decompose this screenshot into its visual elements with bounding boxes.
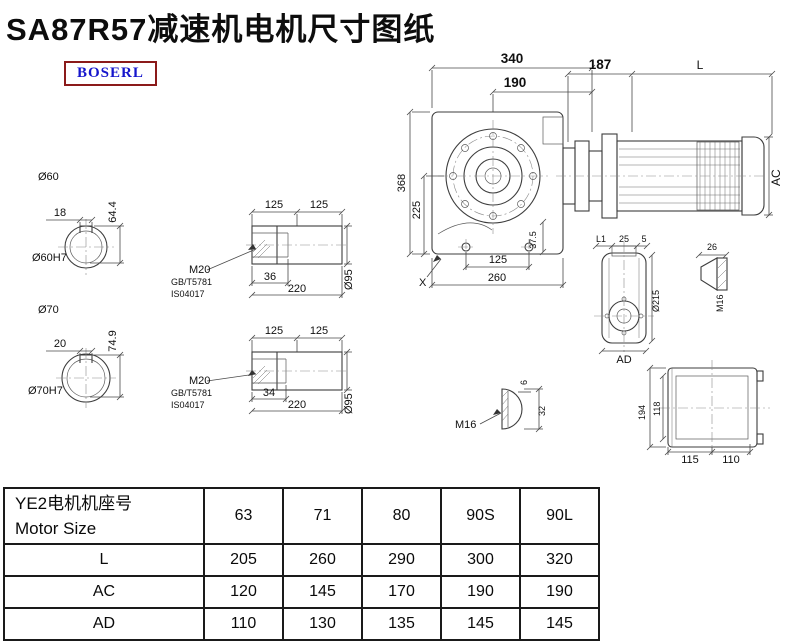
shaft70-keywidth-dim: 20 <box>54 338 66 350</box>
table-row-L: L 205 260 290 300 320 <box>3 543 600 577</box>
main-width-dim: 340 <box>501 51 524 66</box>
shaft-bot-length-dim: 220 <box>288 399 306 411</box>
table-cell: 205 <box>203 543 284 577</box>
plug-view: M16 6 32 <box>455 380 547 433</box>
shaft60-end-view: Ø60 18 64.4 Ø60H7 <box>32 171 124 275</box>
size-col-90s: 90S <box>440 487 521 545</box>
shaft-bot-seg2-dim: 125 <box>310 325 328 337</box>
table-cell: 120 <box>203 575 284 609</box>
shaft-top-std2-label: IS04017 <box>171 289 205 299</box>
side-dia-dim: Ø215 <box>651 290 661 312</box>
motor-side-view: 187 L AC <box>556 57 783 219</box>
breather-thread-label: M16 <box>715 294 725 312</box>
plug-thread-label: M16 <box>455 419 476 431</box>
main-centerheight-dim: 225 <box>411 201 423 219</box>
table-cell: 320 <box>519 543 600 577</box>
row-label-AD: AD <box>3 607 205 641</box>
gearbox-side-view: L1 25 5 Ø215 AD <box>592 234 661 366</box>
shaft-top-key-dim: 36 <box>264 271 276 283</box>
side-l1-dim: L1 <box>596 234 606 244</box>
table-cell: 110 <box>203 607 284 641</box>
rear-inner-height-dim: 118 <box>652 402 662 416</box>
size-col-71: 71 <box>282 487 363 545</box>
table-row-AC: AC 120 145 170 190 190 <box>3 575 600 609</box>
header-line-en: Motor Size <box>15 519 97 538</box>
size-col-80: 80 <box>361 487 442 545</box>
main-x-mark: X <box>419 277 427 289</box>
shaft-bot-key-dim: 34 <box>263 387 275 399</box>
shaft-bot-dia-dim: Ø95 <box>343 393 355 414</box>
shaft-bot-std1-label: GB/T5781 <box>171 388 212 398</box>
shaft-top-dia-dim: Ø95 <box>343 269 355 290</box>
motor-ac-dim: AC <box>769 169 783 186</box>
shaft-bottom-side-view: 125 125 M20 GB/T5781 IS04017 34 220 Ø95 <box>171 325 355 415</box>
table-cell: 170 <box>361 575 442 609</box>
rear-width2-dim: 110 <box>722 454 740 466</box>
plug-6-dim: 6 <box>519 380 529 385</box>
shaft70-end-view: Ø70 20 74.9 Ø70H7 <box>28 304 124 408</box>
table-cell: 130 <box>282 607 363 641</box>
shaft-top-side-view: 125 125 M20 GB/T5781 IS04017 36 220 Ø95 <box>171 199 355 299</box>
table-cell: 145 <box>282 575 363 609</box>
shaft60-dia-label: Ø60 <box>38 171 59 183</box>
breather-plug-view: 26 M16 <box>695 242 730 312</box>
main-height-dim: 368 <box>396 174 408 192</box>
rear-height-dim: 194 <box>637 405 647 420</box>
motor-length-dim: L <box>697 58 704 72</box>
motor-size-header-cell: YE2电机机座号 Motor Size <box>3 487 205 545</box>
side-ad-dim: AD <box>616 354 631 366</box>
table-cell: 190 <box>440 575 521 609</box>
brand-logo: BOSERL <box>64 61 157 86</box>
plug-32-dim: 32 <box>537 406 547 416</box>
main-holes-dim: 125 <box>489 254 507 266</box>
shaft70-depth-dim: 74.9 <box>107 330 119 351</box>
shaft-top-length-dim: 220 <box>288 283 306 295</box>
main-foot-dim: 37.5 <box>528 231 538 249</box>
main-flange-dim: 190 <box>504 75 527 90</box>
shaft-top-std1-label: GB/T5781 <box>171 277 212 287</box>
table-cell: 190 <box>519 575 600 609</box>
shaft-top-thread-label: M20 <box>189 264 210 276</box>
table-cell: 290 <box>361 543 442 577</box>
shaft60-depth-dim: 64.4 <box>107 201 119 222</box>
shaft60-fit-label: Ø60H7 <box>32 252 67 264</box>
table-row-AD: AD 110 130 135 145 145 <box>3 607 600 641</box>
shaft-bot-thread-label: M20 <box>189 375 210 387</box>
table-header-row: YE2电机机座号 Motor Size 63 71 80 90S 90L <box>3 487 600 545</box>
rear-view: 194 118 115 110 <box>637 360 770 466</box>
gearbox-front-view: 340 190 368 225 37.5 125 260 X <box>396 51 596 289</box>
shaft-top-seg2-dim: 125 <box>310 199 328 211</box>
main-base-dim: 260 <box>488 272 506 284</box>
row-label-L: L <box>3 543 205 577</box>
shaft70-fit-label: Ø70H7 <box>28 385 63 397</box>
side-5-dim: 5 <box>641 234 646 244</box>
table-cell: 135 <box>361 607 442 641</box>
table-cell: 145 <box>440 607 521 641</box>
header-line-cn: YE2电机机座号 <box>15 493 133 513</box>
shaft70-dia-label: Ø70 <box>38 304 59 316</box>
shaft-bot-seg1-dim: 125 <box>265 325 283 337</box>
size-col-90l: 90L <box>519 487 600 545</box>
page-title: SA87R57减速机电机尺寸图纸 <box>6 12 436 47</box>
breather-26-dim: 26 <box>707 242 717 252</box>
table-cell: 260 <box>282 543 363 577</box>
shaft-bot-std2-label: IS04017 <box>171 400 205 410</box>
size-col-63: 63 <box>203 487 284 545</box>
shaft-top-seg1-dim: 125 <box>265 199 283 211</box>
row-label-AC: AC <box>3 575 205 609</box>
motor-size-table: YE2电机机座号 Motor Size 63 71 80 90S 90L L 2… <box>3 487 600 641</box>
rear-width1-dim: 115 <box>681 454 699 466</box>
table-cell: 300 <box>440 543 521 577</box>
table-cell: 145 <box>519 607 600 641</box>
motor-adapter-dim: 187 <box>589 57 612 72</box>
side-25-dim: 25 <box>619 234 629 244</box>
shaft60-keywidth-dim: 18 <box>54 207 66 219</box>
